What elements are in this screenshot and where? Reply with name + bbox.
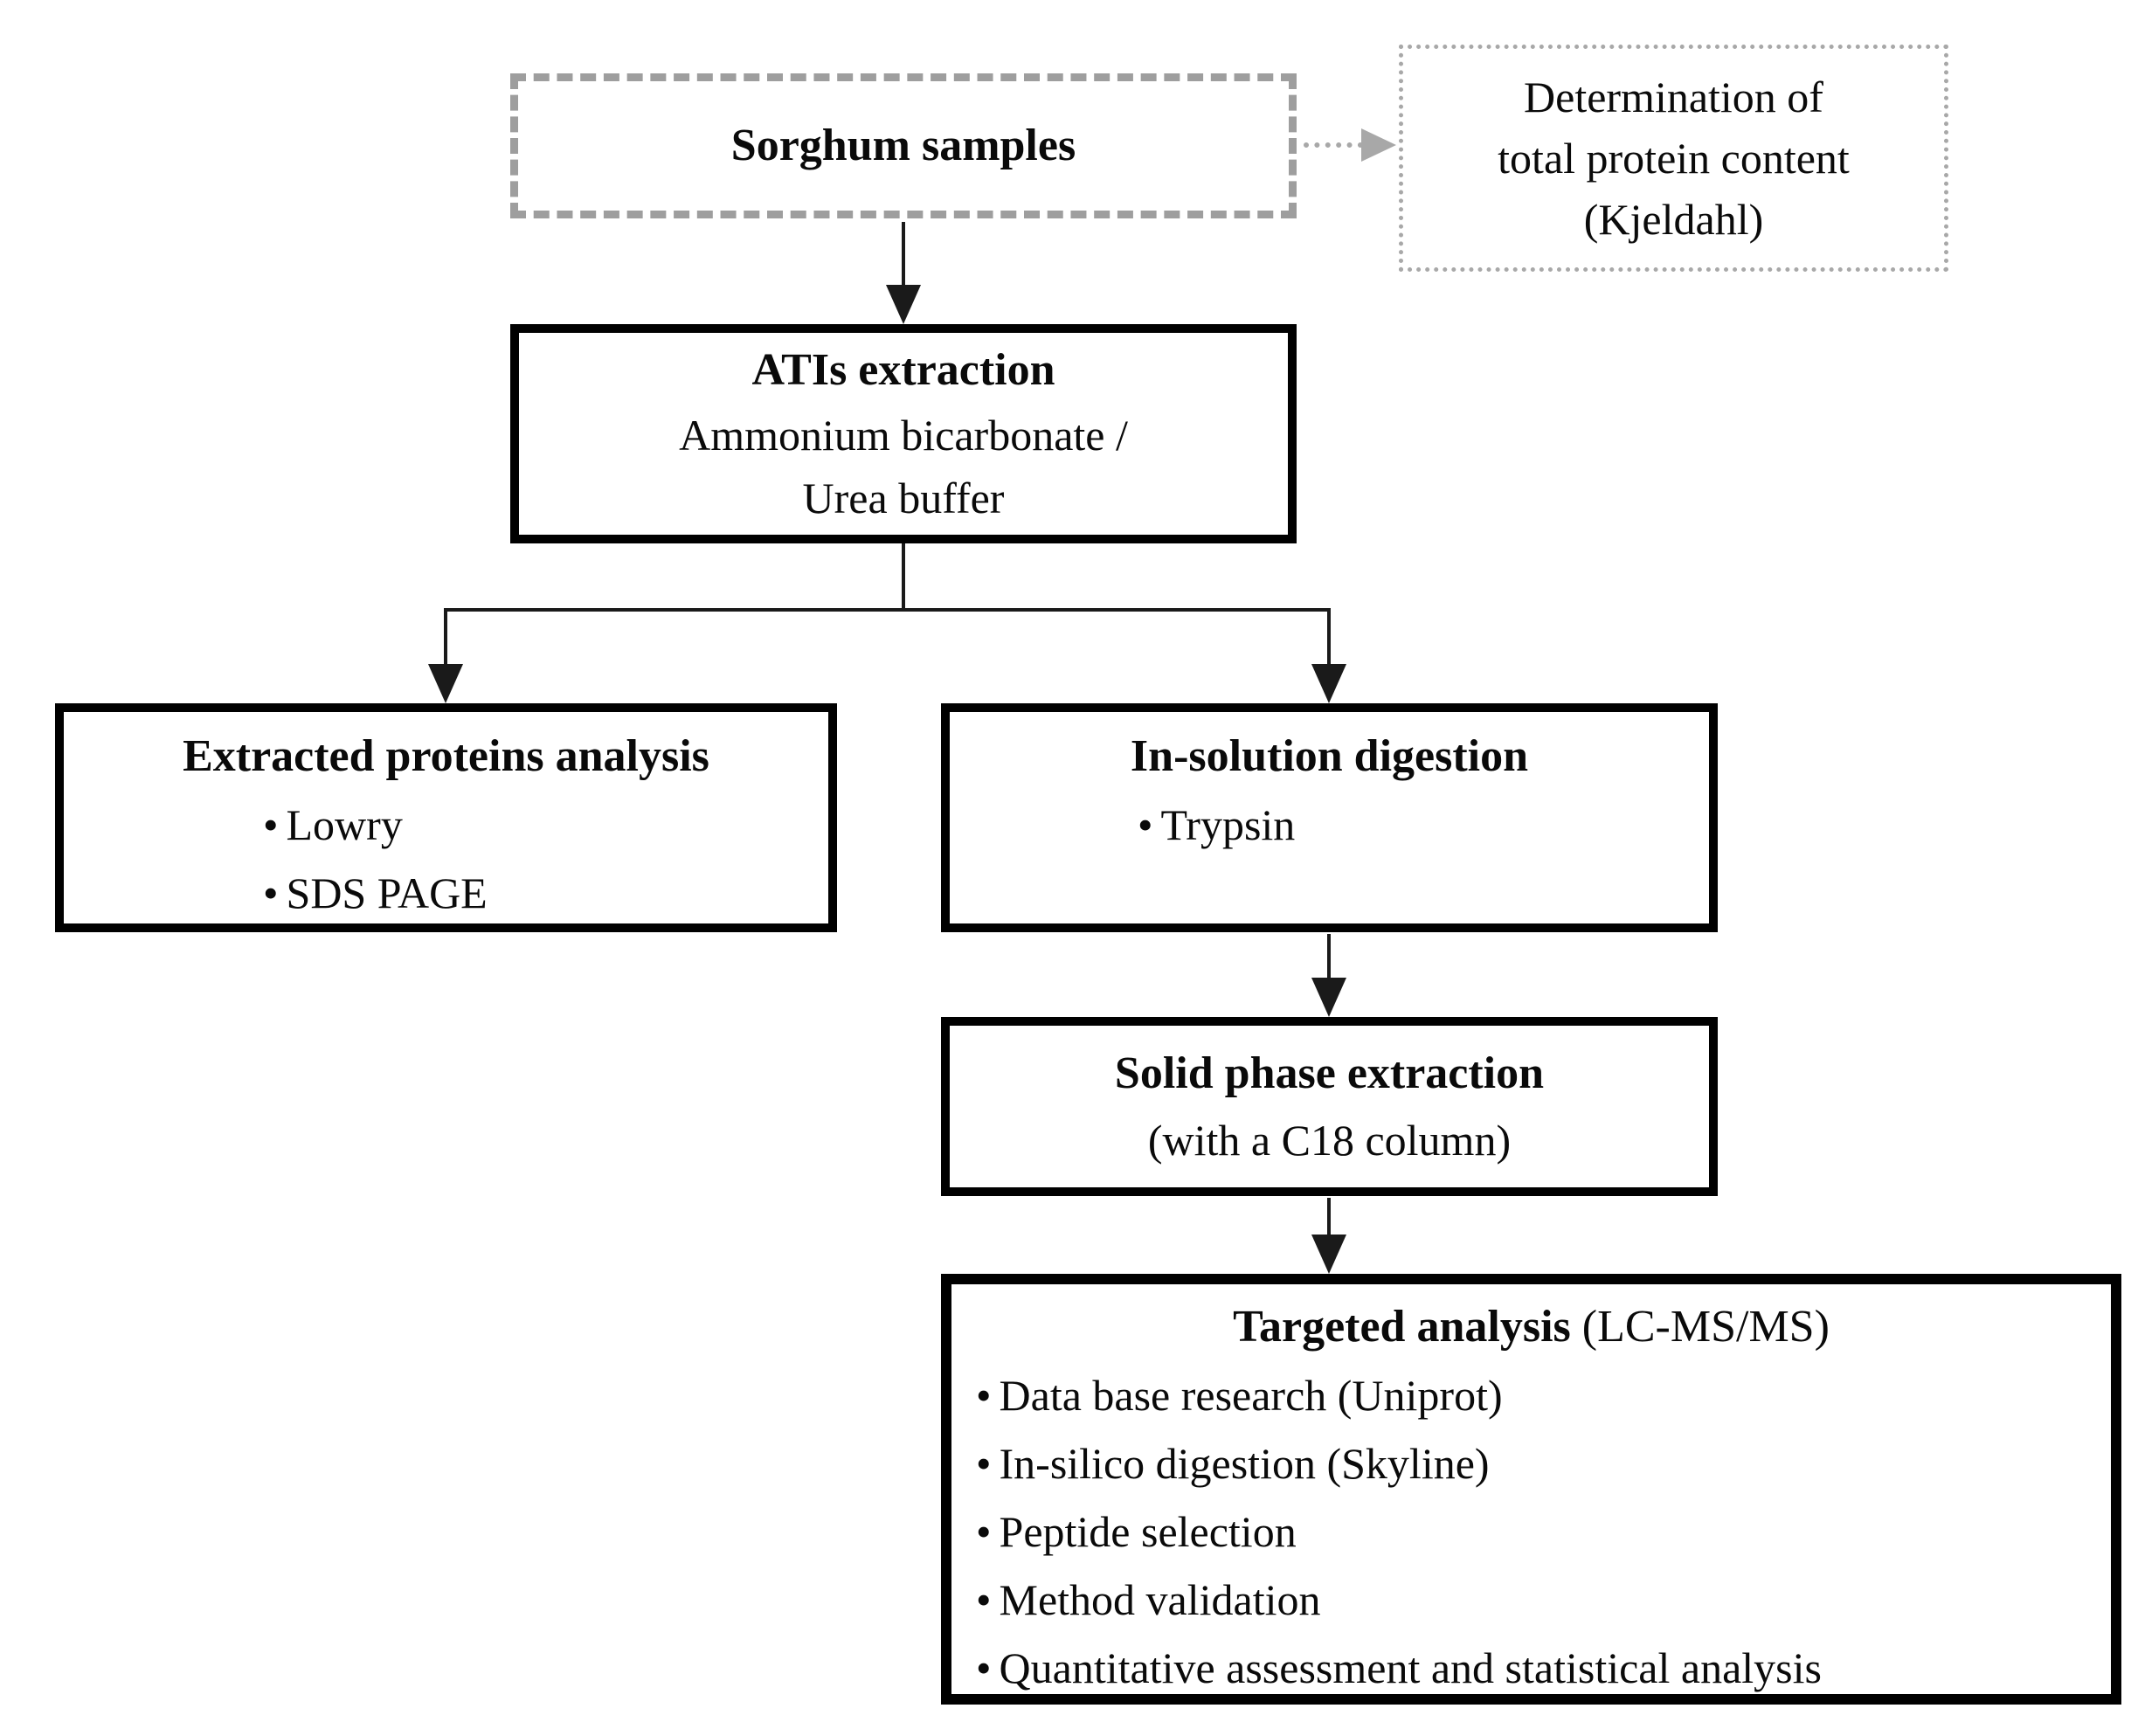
down-arrow-icon — [886, 285, 921, 324]
connector-line — [902, 543, 905, 610]
connector-line — [902, 222, 905, 285]
box-line: Urea buffer — [802, 474, 1005, 523]
connector-line — [1327, 934, 1331, 978]
box-title: Solid phase extraction — [1114, 1048, 1545, 1098]
connector-line — [444, 608, 447, 666]
box-title: Sorghum samples — [730, 121, 1076, 170]
atis-extraction-box: ATIs extraction Ammonium bicarbonate / U… — [510, 324, 1297, 543]
box-title: ATIs extraction — [751, 345, 1055, 396]
bullet-item: SDS PAGE — [263, 859, 828, 927]
down-arrow-icon — [1311, 978, 1346, 1017]
box-line: Ammonium bicarbonate / — [679, 410, 1128, 460]
in-solution-digestion-box: In-solution digestion Trypsin — [941, 703, 1718, 932]
down-arrow-icon — [428, 664, 463, 703]
box-title: Targeted analysis (LC-MS/MS) — [951, 1293, 2111, 1361]
kjeldahl-box: Determination of total protein content (… — [1399, 45, 1948, 272]
bullet-item: Method validation — [976, 1566, 2111, 1634]
solid-phase-extraction-box: Solid phase extraction (with a C18 colum… — [941, 1017, 1718, 1196]
box-title-bold: Targeted analysis — [1233, 1302, 1571, 1352]
bullet-item: Data base research (Uniprot) — [976, 1361, 2111, 1429]
box-line: (with a C18 column) — [1147, 1116, 1512, 1165]
targeted-analysis-box: Targeted analysis (LC-MS/MS) Data base r… — [941, 1274, 2121, 1705]
dotted-connector-line — [1304, 142, 1363, 148]
box-line: total protein content — [1498, 134, 1850, 183]
bullet-item: In-silico digestion (Skyline) — [976, 1429, 2111, 1497]
connector-line — [1327, 608, 1331, 666]
box-line: (Kjeldahl) — [1583, 195, 1764, 244]
connector-line — [1327, 1198, 1331, 1235]
connector-line — [444, 608, 1331, 612]
dotted-right-arrow-icon — [1361, 128, 1396, 162]
sorghum-samples-box: Sorghum samples — [510, 73, 1297, 218]
extracted-proteins-box: Extracted proteins analysis Lowry SDS PA… — [55, 703, 837, 932]
bullet-item: Quantitative assessment and statistical … — [976, 1634, 2111, 1702]
down-arrow-icon — [1311, 1235, 1346, 1274]
box-title-regular: (LC-MS/MS) — [1570, 1302, 1830, 1352]
bullet-item: Lowry — [263, 791, 828, 859]
box-line: Determination of — [1524, 73, 1823, 121]
box-title: Extracted proteins analysis — [183, 731, 709, 781]
down-arrow-icon — [1311, 664, 1346, 703]
bullet-item: Peptide selection — [976, 1497, 2111, 1566]
bullet-item: Trypsin — [1138, 791, 1709, 859]
box-title: In-solution digestion — [1130, 731, 1529, 781]
